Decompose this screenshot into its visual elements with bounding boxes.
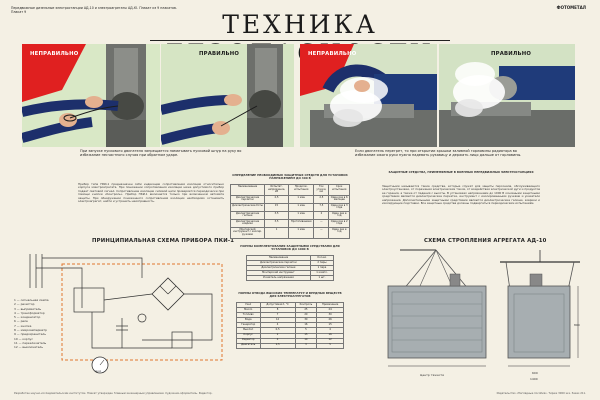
table-cell: 1,5 xyxy=(259,342,296,349)
table-cell: 1 шт. xyxy=(309,275,335,282)
legend-item: 4 — трансформатор xyxy=(14,310,45,315)
table-row: Монтерский инструмент с изолир. ручками … xyxy=(230,226,350,239)
publisher-stamp: ФОТОМЕТАЛ xyxy=(556,5,586,10)
wrong-label: НЕПРАВИЛЬНО xyxy=(30,51,79,57)
legend-item: 7 — кнопка xyxy=(14,323,32,328)
legend-item: 1 — сигнальная лампа xyxy=(14,298,49,302)
device-legend: 1 — сигнальная лампа 2 — резистор 3 — вы… xyxy=(14,298,54,350)
table-cell: — xyxy=(313,226,330,239)
table-cell: 15 xyxy=(263,202,290,212)
table-cell: 3,5 xyxy=(263,218,290,228)
table-row: Указатель напряжения 1 шт. xyxy=(246,275,335,282)
footer-credits: Разработан научно-исследовательским инст… xyxy=(14,391,213,395)
table-cell: Монтерский инструмент с изолир. ручками xyxy=(230,226,265,239)
table-cell: Диэлектрические перчатки xyxy=(230,194,265,204)
sling-scheme-title: СХЕМА СТРОПЛЕНИЯ АГРЕГАТА АД-10 xyxy=(424,238,547,244)
legend-item: 12 — выключатель xyxy=(14,345,43,350)
center-of-gravity-label: Центр тяжести xyxy=(420,373,444,377)
table-cell: 1 мин xyxy=(288,194,315,204)
radiator-right-illustration xyxy=(439,44,575,147)
table-cell: 2,5 xyxy=(263,194,290,204)
slinging-diagram: Центр тяжести 800 600 1400 xyxy=(387,249,580,381)
table-cell: Указатель напряжения xyxy=(246,275,311,282)
table-cell: 5 xyxy=(316,342,344,349)
table-cell: 2 xyxy=(313,210,330,220)
table-header: Срок испытания xyxy=(328,184,350,196)
table-row: Диэлектрические боты 15 1 мин 7,5 Один р… xyxy=(230,202,350,212)
table1-title: ОПРЕДЕЛЕНИЕ НЕОБХОДИМЫХ ЗАЩИТНЫХ СРЕДСТВ… xyxy=(232,173,348,181)
title-underline xyxy=(150,40,450,42)
table-cell: 1 мин xyxy=(288,226,315,239)
table-cell: Один раз в год xyxy=(328,210,350,220)
device-wiring-diagram: мкА xyxy=(29,254,223,374)
table-cell: Протягиванием xyxy=(288,218,315,228)
dimension-label: 800 xyxy=(574,323,580,327)
table-cell: Диэлектрические коврики xyxy=(230,218,265,228)
legend-item: 8 — микроамперметр xyxy=(14,328,47,333)
table-cell: Один раз в 6 месяцев xyxy=(328,194,350,204)
table-cell: Один раз в 3 года xyxy=(328,202,350,212)
photo-radiator-right: ПРАВИЛЬНО xyxy=(439,44,575,147)
table-header-row: Наименование Испытат. напряжение, кВ Про… xyxy=(230,184,350,196)
table-header: Испытат. напряжение, кВ xyxy=(263,184,290,196)
legend-item: 11 — переключатель xyxy=(14,340,47,345)
table-cell: Двигатель xyxy=(236,342,261,349)
table-cell: 1 xyxy=(263,226,290,239)
table-cell: 2,5 xyxy=(313,194,330,204)
table-header: Продолж. испытания xyxy=(288,184,315,196)
photo-starter-right: ПРАВИЛЬНО xyxy=(161,44,294,147)
table-row: Диэлектрические коврики 3,5 Протягивание… xyxy=(230,218,350,228)
wrong-label: НЕПРАВИЛЬНО xyxy=(308,51,357,57)
intro-paragraph: Прибор типа ПКИ-1 предназначен сиби инди… xyxy=(78,182,224,204)
table-cell: 3 xyxy=(294,342,318,349)
legend-item: 3 — выпрямитель xyxy=(14,306,42,311)
table-header: Наименование xyxy=(230,184,265,196)
table-cell: 1 мин xyxy=(288,210,315,220)
starter-right-illustration xyxy=(161,44,294,147)
caption-starter: При запуске пускового двигателя запрещае… xyxy=(80,149,242,158)
protective-means-table: Наименование Испытат. напряжение, кВ Про… xyxy=(230,184,350,239)
footer-publisher: Издательство «Наглядные пособия». Тираж … xyxy=(496,391,586,395)
legend-item: 10 — корпус xyxy=(14,336,33,341)
right-label: ПРАВИЛЬНО xyxy=(199,51,240,57)
meter-unit-label: мкА xyxy=(95,369,102,373)
table-cell: — xyxy=(313,218,330,228)
table-row: Диэлектрические перчатки 2,5 1 мин 2,5 О… xyxy=(230,194,350,204)
table-cell: 3,5 xyxy=(263,210,290,220)
table-cell: Диэлектрические боты xyxy=(230,202,265,212)
legend-item: 6 — реле xyxy=(14,319,28,324)
equipment-norms-table: Наименование Кол-во Диэлектрические перч… xyxy=(246,254,335,282)
legend-item: 5 — конденсатор xyxy=(14,315,41,320)
radiator-wrong-illustration xyxy=(300,44,437,147)
device-scheme-title: ПРИНЦИПИАЛЬНАЯ СХЕМА ПРИБОРА ПКИ-1 xyxy=(92,238,235,244)
temperature-norms-table: Узел Допустимая t, °C Контроль Примечани… xyxy=(236,301,344,349)
caption-radiator: Если двигатель перегрет, то при открытии… xyxy=(355,149,522,158)
table-cell: 7,5 xyxy=(313,202,330,212)
right-label: ПРАВИЛЬНО xyxy=(491,51,532,57)
table-header: Ток утечки, мА xyxy=(313,184,330,196)
starter-wrong-illustration xyxy=(22,44,160,147)
protection-paragraph: Защитными называются такие средства, кот… xyxy=(382,184,540,206)
protection-title: ЗАЩИТНЫЕ СРЕДСТВА, ПРИМЕНЯЕМЫЕ В ВОЕННЫХ… xyxy=(388,170,534,174)
table-row: Диэлектрические галоши 3,5 1 мин 2 Один … xyxy=(230,210,350,220)
dimension-label: 1400 xyxy=(530,377,538,381)
table-cell: Один раз в год xyxy=(328,226,350,239)
table-cell: Диэлектрические галоши xyxy=(230,210,265,220)
series-strip: Передвижные дизельные электростанции АД-… xyxy=(11,6,177,14)
table2-title: НОРМЫ КОМПЛЕКТОВАНИЯ ЗАЩИТНЫМИ СРЕДСТВАМ… xyxy=(240,244,340,252)
table-cell: 1 мин xyxy=(288,202,315,212)
dimension-label: 600 xyxy=(532,371,538,375)
table-cell: Один раз в 2 года xyxy=(328,218,350,228)
legend-item: 9 — предохранитель xyxy=(14,332,46,337)
photo-starter-wrong: НЕПРАВИЛЬНО xyxy=(22,44,160,147)
photo-radiator-wrong: НЕПРАВИЛЬНО xyxy=(300,44,437,147)
table3-title: НОРМЫ ОТВОДА ВЫСОКИХ ТЕМПЕРАТУР И ВРЕДНЫ… xyxy=(238,291,342,299)
legend-item: 2 — резистор xyxy=(14,302,35,307)
